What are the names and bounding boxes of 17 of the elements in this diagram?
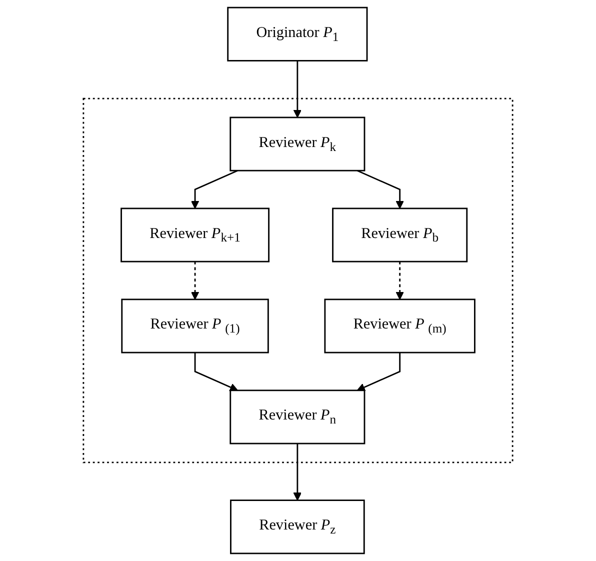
node-box: Reviewer P$_{n}$ [230,390,366,444]
node-box: Reviewer P$_{k}$ [230,116,366,172]
node-box: Reviewer P$_{z}$ [230,500,365,554]
node-box: Reviewer P$_{b}$ [332,208,468,262]
node-box: Reviewer P $_{(m)}$ [324,298,476,354]
node-box: Originator P$_{1}$ [227,6,368,62]
node-box: Reviewer P$_{k+1}$ [120,208,270,262]
arrow [356,170,404,209]
cluster [82,98,514,464]
arrow [293,60,302,118]
arrow [190,170,238,209]
arrow [293,444,302,501]
arrow [396,262,404,300]
arrow [190,262,200,300]
node-box: Reviewer P $_{(1)}$ [121,298,269,354]
arrow [194,352,238,392]
arrow [356,352,401,392]
